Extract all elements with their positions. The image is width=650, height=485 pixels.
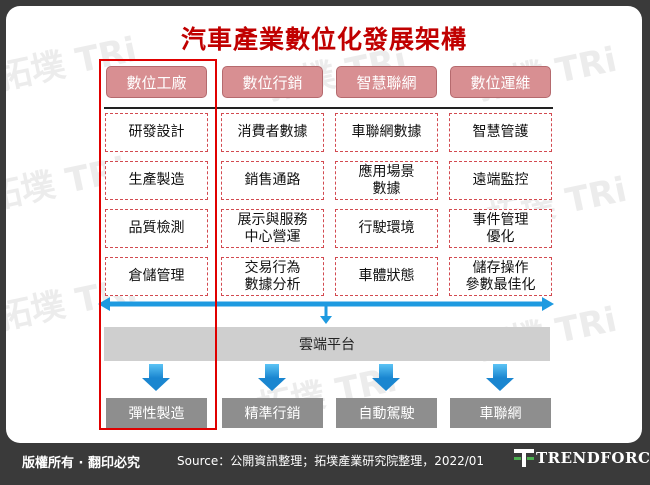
down-arrow-3: [372, 364, 400, 391]
diagram-panel: 拓墣 TRi 拓墣 TRi 拓墣 TRi 拓墣 TRi 拓墣 TRi 拓墣 TR…: [6, 6, 642, 443]
cell-r2-c2: 銷售通路: [221, 161, 324, 200]
trendforce-logo-icon: [514, 449, 534, 467]
down-arrow-2: [258, 364, 286, 391]
cell-r1-c2: 消費者數據: [221, 113, 324, 152]
bidirectional-arrow: [98, 297, 554, 311]
cell-r3-c4: 事件管理 優化: [449, 209, 552, 248]
flow-arrows: [98, 297, 554, 391]
header-divider: [104, 107, 553, 109]
cell-r4-c1: 倉儲管理: [105, 257, 208, 296]
cell-r2-c4: 遠端監控: [449, 161, 552, 200]
output-autonomous-driving: 自動駕駛: [336, 398, 437, 428]
diagram-title: 汽車產業數位化發展架構: [180, 25, 467, 54]
cell-r1-c3: 車聯網數據: [335, 113, 438, 152]
source-note: Source：公開資訊整理；拓墣產業研究院整理，2022/01: [177, 454, 485, 468]
output-precision-marketing: 精準行銷: [222, 398, 323, 428]
header-smart-iot: 智慧聯網: [336, 66, 437, 98]
down-arrow-4: [486, 364, 514, 391]
cell-r4-c3: 車體狀態: [335, 257, 438, 296]
down-arrow-1: [142, 364, 170, 391]
cloud-platform-bar: 雲端平台: [104, 327, 550, 361]
cell-r1-c1: 研發設計: [105, 113, 208, 152]
cell-r1-c4: 智慧管護: [449, 113, 552, 152]
header-digital-marketing: 數位行銷: [222, 66, 323, 98]
cell-r3-c3: 行駛環境: [335, 209, 438, 248]
brand-name: TRENDFORCE: [536, 449, 650, 467]
copyright-notice: 版權所有 · 翻印必究: [22, 456, 140, 471]
header-digital-operations: 數位運維: [450, 66, 551, 98]
output-flexible-manufacturing: 彈性製造: [106, 398, 207, 428]
connector-arrow-to-cloud: [320, 306, 332, 324]
cell-r4-c4: 儲存操作 參數最佳化: [449, 257, 552, 296]
output-connected-vehicles: 車聯網: [450, 398, 551, 428]
cell-r3-c2: 展示與服務 中心營運: [221, 209, 324, 248]
header-digital-factory: 數位工廠: [106, 66, 207, 98]
cell-r3-c1: 品質檢測: [105, 209, 208, 248]
highlight-frame: [99, 59, 217, 430]
cell-r4-c2: 交易行為 數據分析: [221, 257, 324, 296]
cell-r2-c3: 應用場景 數據: [335, 161, 438, 200]
cell-r2-c1: 生產製造: [105, 161, 208, 200]
